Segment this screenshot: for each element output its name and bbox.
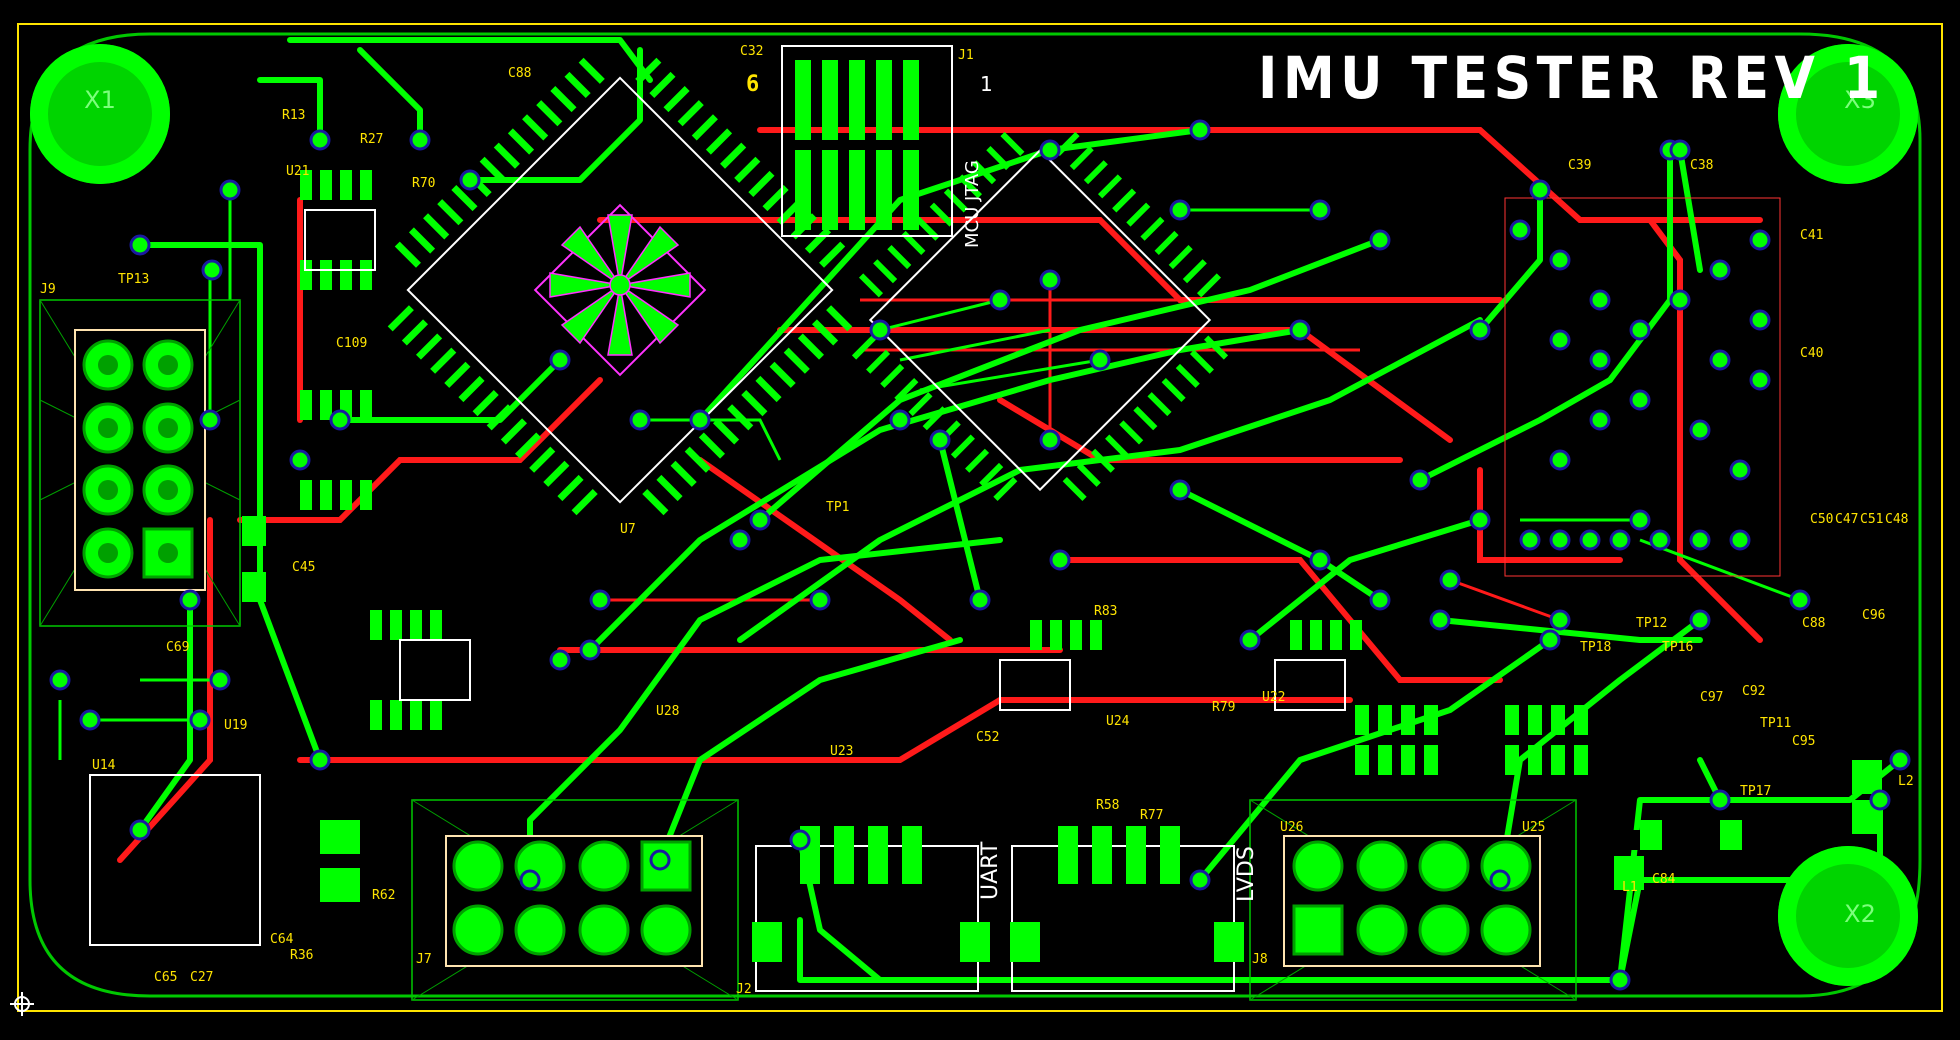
designator-label: C39 <box>1568 158 1592 173</box>
designator-label: U21 <box>286 164 310 179</box>
vias <box>49 119 1911 991</box>
designator-label: C48 <box>1885 512 1909 527</box>
designator-label: TP12 <box>1636 616 1668 631</box>
mounting-hole-x3 <box>1778 44 1918 184</box>
designator-label: U7 <box>620 522 636 537</box>
top-layer-traces-thin <box>58 190 1801 760</box>
designator-label: C84 <box>1652 872 1676 887</box>
designator-label: U14 <box>92 758 116 773</box>
designator-label: TP1 <box>826 500 850 515</box>
designator-label: C51 <box>1860 512 1884 527</box>
designator-label: C65 <box>154 970 178 985</box>
designator-label: R62 <box>372 888 396 903</box>
ic-bodies <box>89 209 1346 946</box>
designator-label: C69 <box>166 640 190 655</box>
designator-label: J9 <box>40 282 56 297</box>
connector-pads <box>752 826 1244 962</box>
designator-label: C47 <box>1835 512 1859 527</box>
designator-label: J2 <box>736 982 752 997</box>
board-outline <box>17 23 1943 1012</box>
designator-label: C27 <box>190 970 214 985</box>
designator-label: C38 <box>1690 158 1714 173</box>
designator-label: TP17 <box>1740 784 1772 799</box>
c32-pin6-label: 6 <box>746 72 760 97</box>
designator-label: U22 <box>1262 690 1286 705</box>
uart-lvds-connectors <box>755 845 1235 992</box>
mounting-hole-x1 <box>30 44 170 184</box>
designator-label: C109 <box>336 336 368 351</box>
designator-label: C96 <box>1862 608 1886 623</box>
designator-label: J7 <box>416 952 432 967</box>
designator-label: L2 <box>1898 774 1914 789</box>
designator-label: U19 <box>224 718 248 733</box>
j1-pin1-label: 1 <box>980 72 993 96</box>
designator-label: J1 <box>958 48 974 63</box>
designator-label: C45 <box>292 560 316 575</box>
designator-label: C97 <box>1700 690 1724 705</box>
designator-label: C92 <box>1742 684 1766 699</box>
designator-label: R77 <box>1140 808 1164 823</box>
fiducial-mark <box>10 992 34 1016</box>
designator-label: R58 <box>1096 798 1120 813</box>
designator-label: U26 <box>1280 820 1304 835</box>
designator-label: L1 <box>1622 880 1638 895</box>
designator-label: C32 <box>740 44 764 59</box>
soic-packages <box>300 170 1588 775</box>
mcu-u7-footprint <box>387 57 853 516</box>
designator-label: C95 <box>1792 734 1816 749</box>
imu-socket-area <box>1504 197 1781 577</box>
jtag-connector-j1 <box>781 45 953 237</box>
designator-label: R13 <box>282 108 306 123</box>
header-j9 <box>39 299 241 627</box>
designator-label: R79 <box>1212 700 1236 715</box>
designator-label: C40 <box>1800 346 1824 361</box>
designator-label: U28 <box>656 704 680 719</box>
designator-label: R36 <box>290 948 314 963</box>
designator-label: U23 <box>830 744 854 759</box>
designator-label: R83 <box>1094 604 1118 619</box>
mounting-hole-label-x2: X2 <box>1844 900 1876 928</box>
designator-label: TP13 <box>118 272 150 287</box>
mcu-thermal-pad <box>549 214 691 356</box>
bottom-layer-traces <box>117 127 1763 863</box>
uart-connector-label: UART <box>978 841 1003 900</box>
designator-label: U25 <box>1522 820 1546 835</box>
lvds-connector-label: LVDS <box>1234 846 1259 902</box>
designator-label: C88 <box>1802 616 1826 631</box>
designator-label: R27 <box>360 132 384 147</box>
designator-label: J8 <box>1252 952 1268 967</box>
header-j7 <box>411 799 739 1001</box>
mcu-jtag-label: MCU JTAG <box>962 160 983 248</box>
designator-label: C41 <box>1800 228 1824 243</box>
passive-pads <box>242 516 1882 902</box>
designator-label: C64 <box>270 932 294 947</box>
designator-label: C88 <box>508 66 532 81</box>
header-j8 <box>1249 799 1577 1001</box>
designator-label: C50 <box>1810 512 1834 527</box>
designator-label: TP16 <box>1662 640 1694 655</box>
designator-label: C52 <box>976 730 1000 745</box>
designator-label: R70 <box>412 176 436 191</box>
designator-label: TP18 <box>1580 640 1612 655</box>
designator-label: U24 <box>1106 714 1130 729</box>
mounting-hole-label-x1: X1 <box>84 86 116 114</box>
fpga-footprint <box>851 131 1229 502</box>
mounting-hole-label-x3: X3 <box>1844 86 1876 114</box>
mounting-hole-x2 <box>1778 846 1918 986</box>
board-title: IMU TESTER REV 1 <box>1258 44 1886 112</box>
designator-label: TP11 <box>1760 716 1792 731</box>
